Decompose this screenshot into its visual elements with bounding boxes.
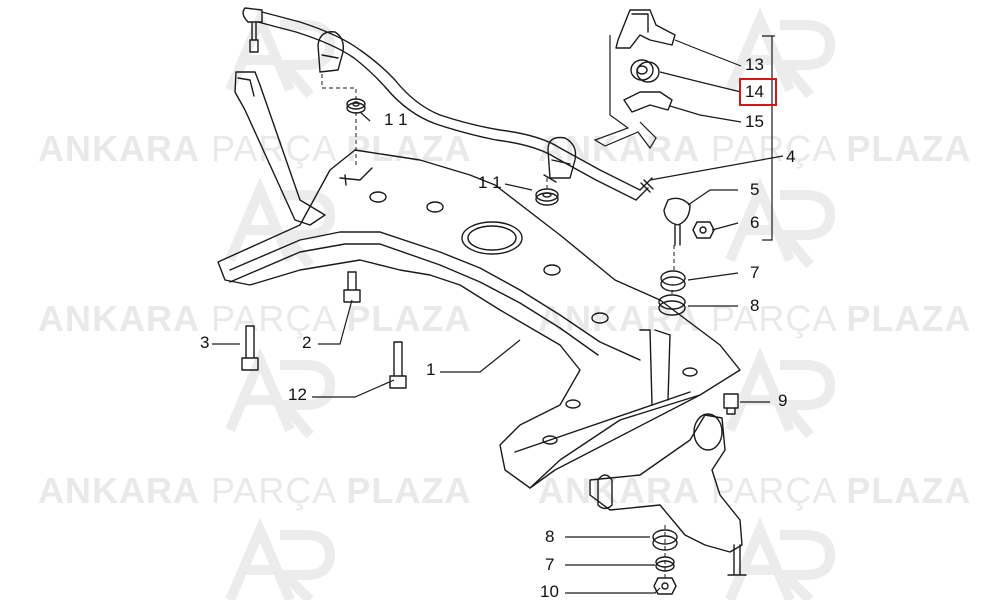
watermark-logo-icon [725,7,836,99]
watermark-text: ANKARA PARÇA PLAZA [538,298,972,339]
washer-11-mid [535,188,559,206]
subframe-crossmember [217,149,741,489]
callout-label: 1 [426,360,436,379]
mount-arm-left [234,71,326,226]
callout-label: 10 [540,582,559,600]
highlight-box [739,78,777,106]
watermark-text: ANKARA PARÇA PLAZA [538,470,972,511]
callout-label: 1 1 [478,173,502,192]
bushing-7-upper [660,270,686,292]
callout-label: 12 [288,385,307,404]
link-5 [663,197,691,246]
leader-lines [212,35,784,594]
watermark-logo-icon [725,177,836,269]
bushing-14 [630,59,660,83]
bolt-3 [241,325,259,371]
watermark-logo-icon [725,347,836,439]
bolt-2 [343,271,361,303]
nut-6 [692,221,715,239]
bushing-8-upper [658,294,686,316]
callout-label: 3 [200,333,210,352]
nut-10 [653,577,677,595]
watermark-logo-icon [725,517,836,600]
bracket-15 [623,91,673,113]
bolt-12 [389,341,407,389]
watermark-text: ANKARA PARÇA PLAZA [38,298,472,339]
control-arm [589,413,747,576]
callout-label: 8 [750,296,760,315]
callout-label: 1 1 [384,110,408,129]
callout-label: 2 [302,333,312,352]
callout-label: 15 [745,112,764,131]
watermark-logo-icon [225,517,336,600]
callout-label: 4 [786,147,796,166]
callout-label: 5 [750,180,760,199]
callout-label: 8 [545,527,555,546]
callout-label: 7 [750,263,760,282]
stabilizer-bar [242,7,654,201]
callout-label: 9 [778,391,788,410]
bolt-9 [723,393,739,415]
callout-label: 13 [745,55,764,74]
watermark-logo-icon [225,347,336,439]
clamp-bracket-13 [615,9,676,49]
watermark-text: ANKARA PARÇA PLAZA [38,128,472,169]
callout-label: 7 [545,555,555,574]
guide-lines [321,74,675,578]
callout-label: 6 [750,213,760,232]
watermark-text: ANKARA PARÇA PLAZA [38,470,472,511]
washer-11-top [346,98,366,114]
callout-label-highlighted: 14 [745,82,764,101]
